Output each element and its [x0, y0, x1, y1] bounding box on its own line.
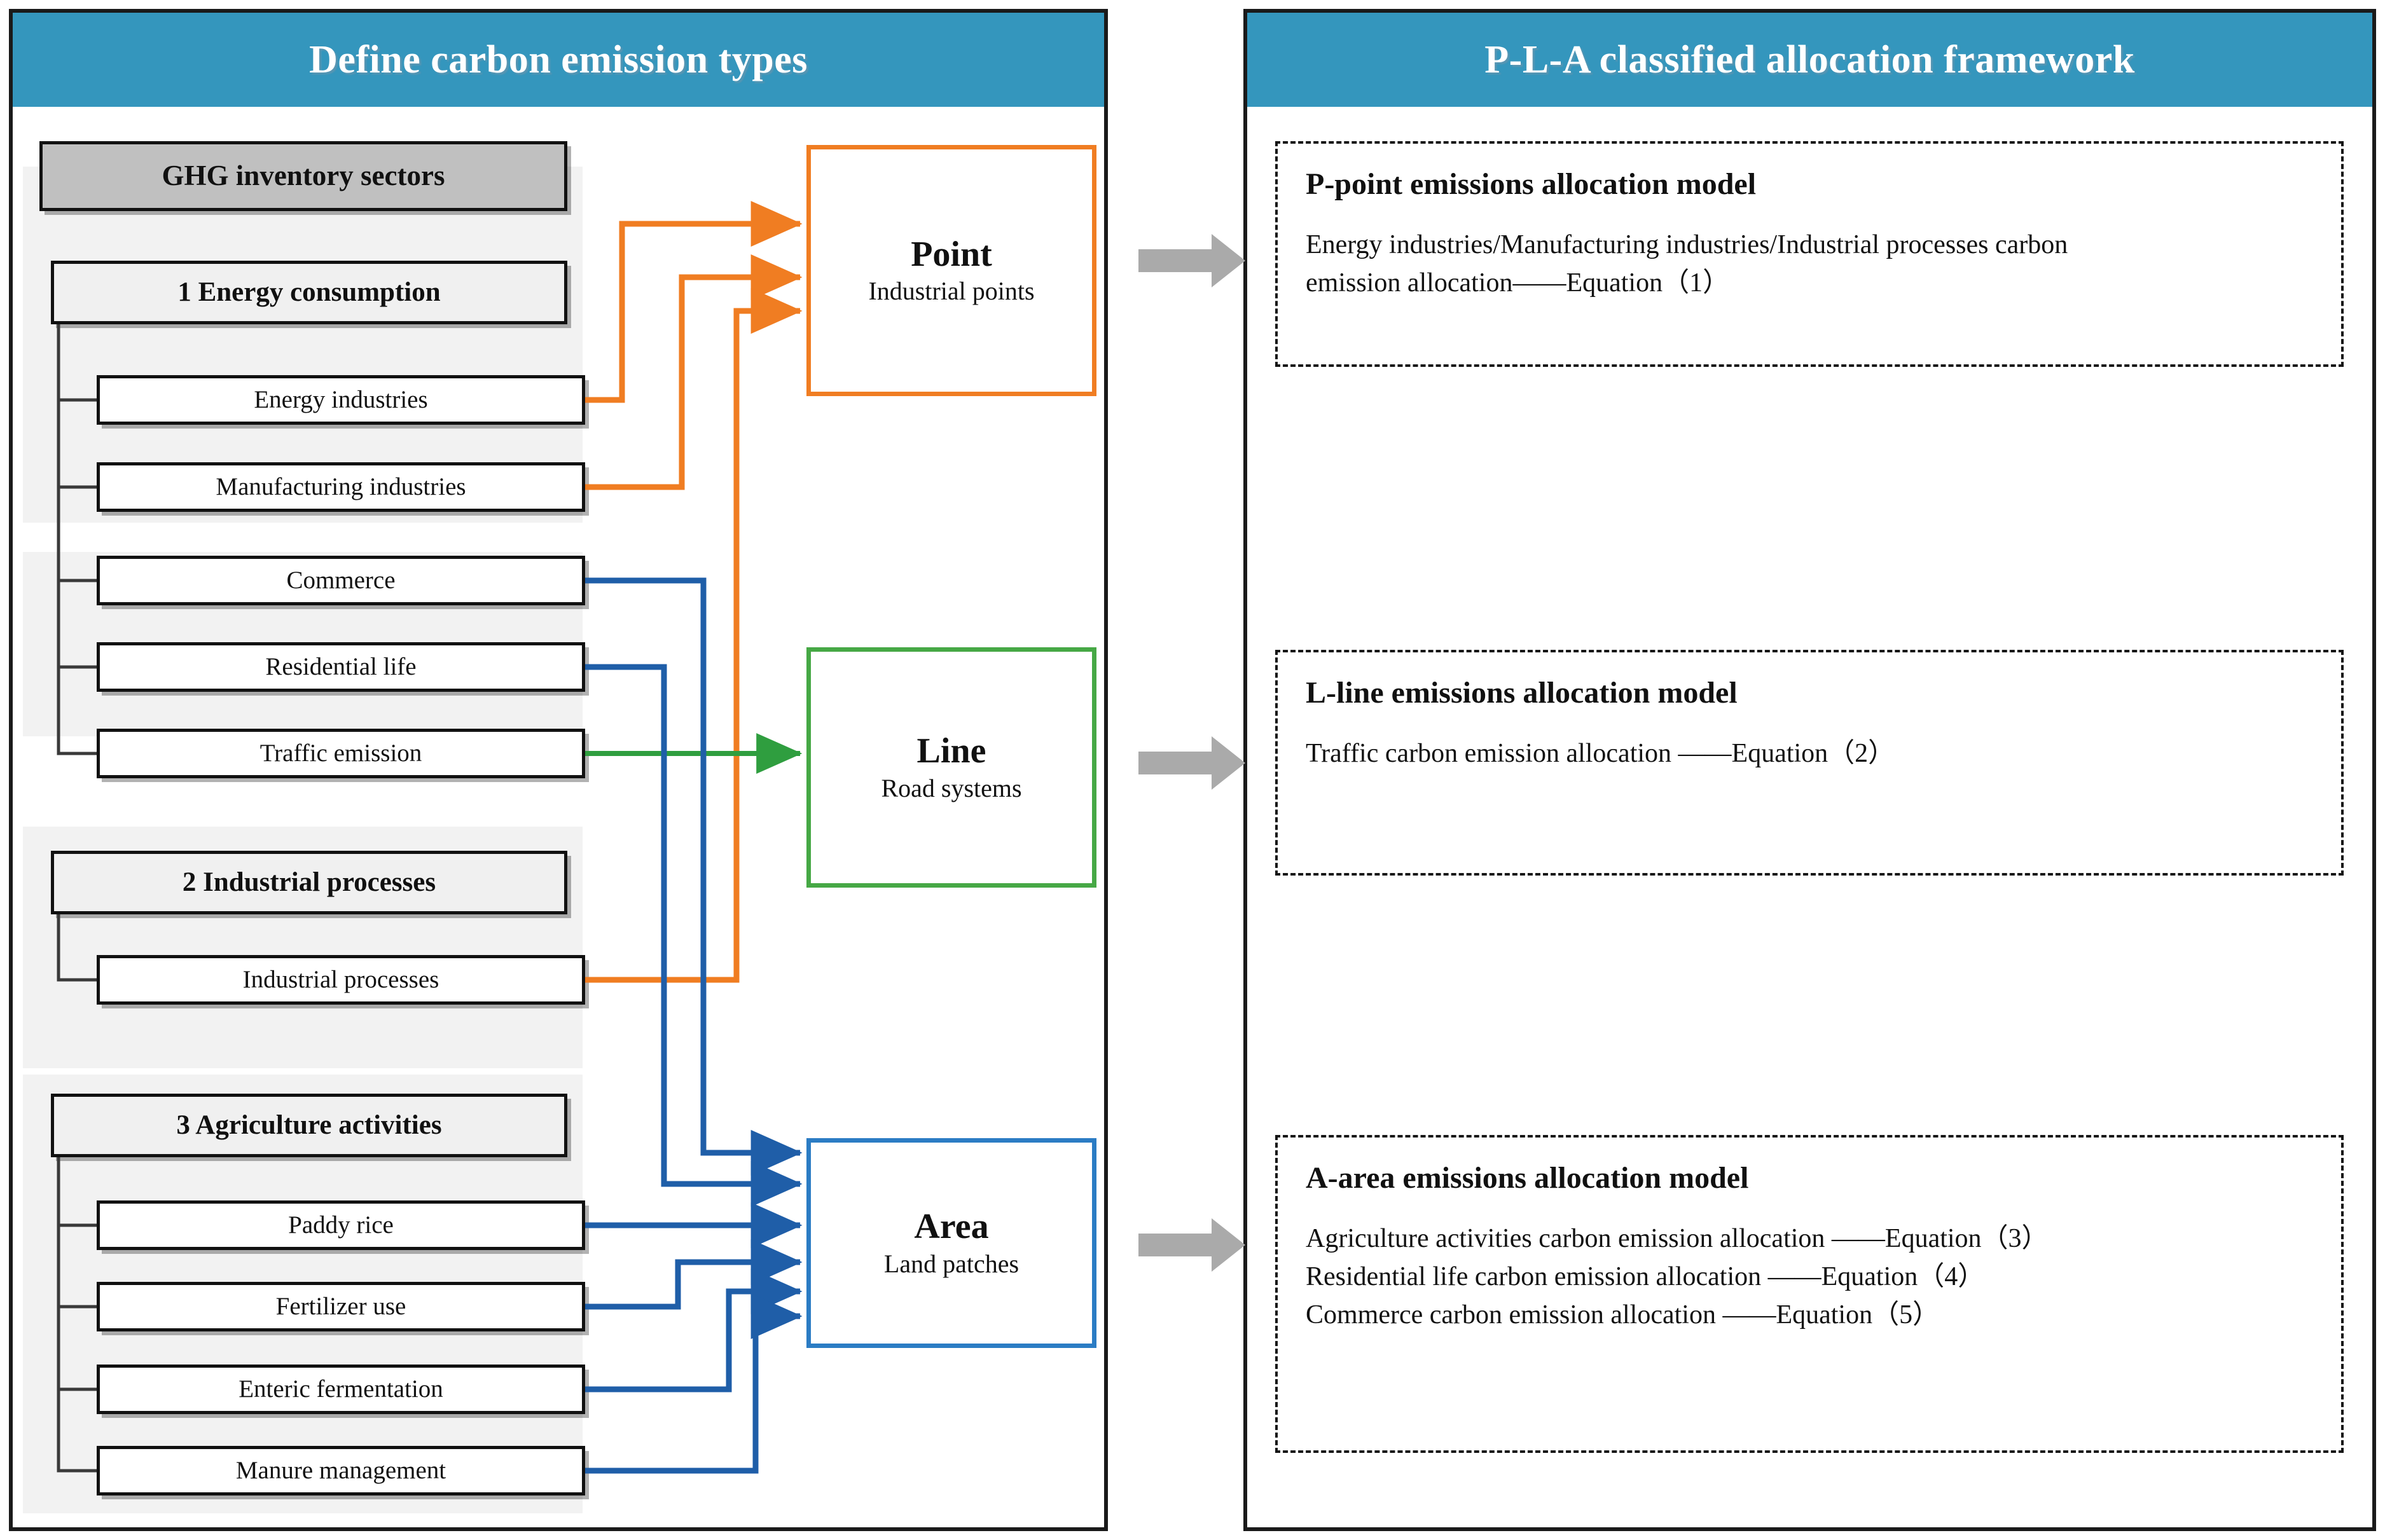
box-group-industrial-processes[interactable]: 2 Industrial processes [51, 851, 567, 914]
box-shape-point[interactable]: Point Industrial points [806, 145, 1096, 396]
box-shape-line[interactable]: Line Road systems [806, 647, 1096, 888]
shape-point-title: Point [911, 234, 992, 274]
model-p-point-line-1: Energy industries/Manufacturing industri… [1306, 230, 2068, 260]
transition-arrow-line-to-l-model [1138, 736, 1245, 790]
model-a-area-line-1: Agriculture activities carbon emission a… [1306, 1224, 2049, 1254]
box-group-energy-consumption[interactable]: 1 Energy consumption [51, 261, 567, 324]
box-energy-industries[interactable]: Energy industries [97, 375, 585, 425]
right-panel-header: P-L-A classified allocation framework [1247, 13, 2372, 107]
model-p-point-line-2: emission allocation——Equation（1） [1306, 268, 1730, 298]
transition-arrow-area-to-a-model [1138, 1218, 1245, 1272]
box-enteric-fermentation[interactable]: Enteric fermentation [97, 1365, 585, 1414]
box-paddy-rice[interactable]: Paddy rice [97, 1200, 585, 1250]
right-panel-title: P-L-A classified allocation framework [1484, 38, 2135, 81]
box-commerce[interactable]: Commerce [97, 556, 585, 605]
model-box-l-line[interactable]: L-line emissions allocation model Traffi… [1275, 650, 2344, 876]
model-a-area-line-2: Residential life carbon emission allocat… [1306, 1262, 1985, 1291]
box-shape-area[interactable]: Area Land patches [806, 1138, 1096, 1348]
model-p-point-title: P-point emissions allocation model [1306, 167, 1757, 201]
model-l-line-body: Traffic carbon emission allocation ——Equ… [1306, 737, 2313, 771]
box-industrial-processes[interactable]: Industrial processes [97, 955, 585, 1005]
model-l-line-line-1: Traffic carbon emission allocation ——Equ… [1306, 739, 1895, 769]
transition-arrow-point-to-p-model [1138, 234, 1245, 287]
model-p-point-body: Energy industries/Manufacturing industri… [1306, 228, 2313, 301]
box-ghg-inventory-sectors[interactable]: GHG inventory sectors [39, 141, 567, 211]
model-a-area-title: A-area emissions allocation model [1306, 1161, 1749, 1195]
box-group-agriculture-activities[interactable]: 3 Agriculture activities [51, 1094, 567, 1157]
shape-point-subtitle: Industrial points [868, 277, 1035, 306]
box-residential-life[interactable]: Residential life [97, 642, 585, 692]
box-traffic-emission[interactable]: Traffic emission [97, 729, 585, 778]
shape-line-title: Line [916, 731, 986, 771]
shape-line-subtitle: Road systems [881, 773, 1022, 802]
box-manure-management[interactable]: Manure management [97, 1446, 585, 1495]
left-panel-header: Define carbon emission types [13, 13, 1104, 107]
left-panel-title: Define carbon emission types [309, 38, 808, 81]
transition-arrows [1138, 234, 1245, 1272]
box-fertilizer-use[interactable]: Fertilizer use [97, 1282, 585, 1331]
model-box-p-point[interactable]: P-point emissions allocation model Energ… [1275, 141, 2344, 367]
shape-area-title: Area [914, 1207, 989, 1247]
model-a-area-body: Agriculture activities carbon emission a… [1306, 1222, 2313, 1332]
model-l-line-title: L-line emissions allocation model [1306, 676, 1738, 710]
shape-area-subtitle: Land patches [883, 1249, 1020, 1278]
model-box-a-area[interactable]: A-area emissions allocation model Agricu… [1275, 1135, 2344, 1453]
box-manufacturing-industries[interactable]: Manufacturing industries [97, 462, 585, 512]
model-a-area-line-3: Commerce carbon emission allocation ——Eq… [1306, 1300, 1940, 1330]
